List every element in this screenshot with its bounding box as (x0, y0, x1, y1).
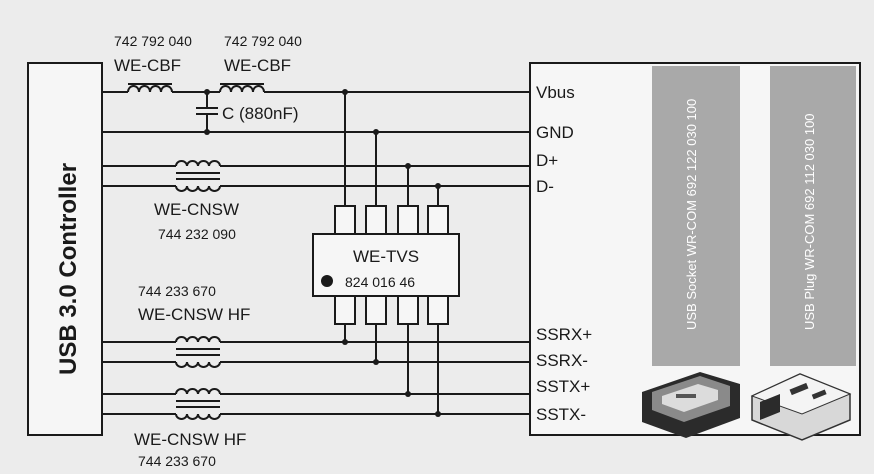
cnsw-name: WE-CNSW (154, 200, 239, 219)
plug-label: USB Plug WR-COM 692 112 030 100 (802, 113, 817, 330)
junction-dot (204, 89, 210, 95)
junction-dot (204, 129, 210, 135)
signal-ssrx-plus: SSRX+ (536, 325, 592, 344)
cbf1-name: WE-CBF (114, 56, 181, 75)
cbf-inductor-2 (219, 83, 265, 93)
signal-d-minus: D- (536, 177, 554, 196)
signal-gnd: GND (536, 123, 574, 142)
pin1-marker (321, 275, 333, 287)
cnsw-hf-choke-bottom (175, 388, 221, 420)
cbf1-part-no: 742 792 040 (114, 33, 192, 49)
signal-lines (102, 91, 530, 415)
controller-label: USB 3.0 Controller (55, 163, 82, 375)
socket-label-strip (652, 66, 740, 366)
cnsw-part-no: 744 232 090 (158, 226, 236, 242)
cnsw-hf-top-name: WE-CNSW HF (138, 305, 250, 324)
cbf-inductor-1 (127, 83, 173, 93)
cbf2-part-no: 742 792 040 (224, 33, 302, 49)
tvs-part-no: 824 016 46 (345, 274, 415, 290)
usb-controller-box (27, 62, 103, 436)
signal-ssrx-minus: SSRX- (536, 351, 588, 370)
tvs-connections (344, 92, 439, 414)
signal-vbus: Vbus (536, 83, 575, 102)
cnsw-hf-choke-top (175, 336, 221, 368)
tvs-name: WE-TVS (353, 247, 419, 266)
tvs-chip (312, 205, 460, 325)
signal-sstx-plus: SSTX+ (536, 377, 590, 396)
signal-d-plus: D+ (536, 151, 558, 170)
usb-socket-icon (642, 372, 740, 438)
cnsw-hf-bottom-part-no: 744 233 670 (138, 453, 216, 469)
capacitor-label: C (880nF) (222, 104, 299, 123)
usb-plug-icon (750, 373, 852, 441)
cbf2-name: WE-CBF (224, 56, 291, 75)
socket-label: USB Socket WR-COM 692 122 030 100 (684, 99, 699, 330)
plug-label-strip (770, 66, 856, 366)
cnsw-hf-top-part-no: 744 233 670 (138, 283, 216, 299)
cnsw-choke (175, 160, 221, 192)
signal-sstx-minus: SSTX- (536, 405, 586, 424)
tvs-junction-dots (342, 89, 441, 417)
cnsw-hf-bottom-name: WE-CNSW HF (134, 430, 246, 449)
